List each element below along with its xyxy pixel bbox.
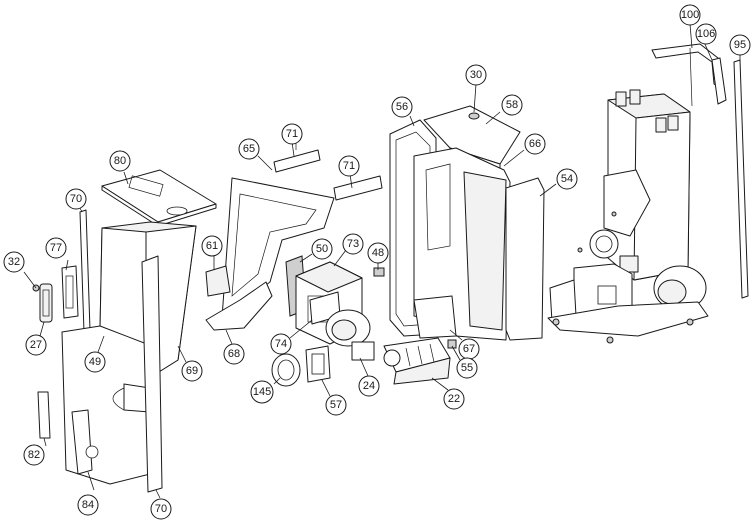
callout-50: 50 bbox=[311, 238, 333, 260]
stove-body-assembly bbox=[547, 89, 709, 344]
callout-54: 54 bbox=[556, 168, 578, 190]
callout-label: 84 bbox=[82, 499, 94, 511]
callout-label: 66 bbox=[529, 138, 541, 150]
callout-label: 71 bbox=[343, 160, 355, 172]
leader-lines bbox=[23, 23, 741, 499]
part-100-top-rail bbox=[651, 43, 721, 107]
callout-label: 57 bbox=[330, 399, 342, 411]
callout-70-lower: 70 bbox=[150, 498, 172, 520]
callout-70-upper: 70 bbox=[65, 188, 87, 210]
part-84-lower-panel bbox=[71, 409, 99, 475]
callout-22: 22 bbox=[443, 388, 465, 410]
part-70-upper-strip bbox=[79, 209, 91, 333]
callout-71-upper: 71 bbox=[281, 123, 303, 145]
part-30-knob bbox=[468, 112, 480, 120]
callout-73: 73 bbox=[342, 233, 364, 255]
callout-84: 84 bbox=[77, 494, 99, 516]
callout-61: 61 bbox=[201, 235, 223, 257]
callout-30: 30 bbox=[465, 64, 487, 86]
callout-label: 32 bbox=[8, 256, 20, 268]
callout-label: 70 bbox=[155, 503, 167, 515]
callout-label: 68 bbox=[228, 348, 240, 360]
part-24-blower bbox=[325, 309, 375, 361]
callout-label: 56 bbox=[396, 101, 408, 113]
callout-label: 65 bbox=[243, 143, 255, 155]
part-82-plate bbox=[37, 391, 51, 439]
part-145-ring bbox=[271, 353, 301, 387]
part-71-bracket-lower bbox=[333, 175, 383, 201]
callout-label: 70 bbox=[70, 193, 82, 205]
callout-label: 54 bbox=[561, 173, 573, 185]
callout-24: 24 bbox=[358, 375, 380, 397]
part-65-frame bbox=[221, 177, 335, 319]
callout-55: 55 bbox=[456, 357, 478, 379]
callout-label: 22 bbox=[448, 393, 460, 405]
callout-74: 74 bbox=[270, 333, 292, 355]
part-67-bottom-panel bbox=[413, 295, 457, 339]
callout-label: 73 bbox=[347, 238, 359, 250]
part-27-handle bbox=[39, 283, 53, 323]
callout-77: 77 bbox=[45, 237, 67, 259]
callout-label: 67 bbox=[463, 343, 475, 355]
callout-71-lower: 71 bbox=[338, 155, 360, 177]
callout-57: 57 bbox=[325, 394, 347, 416]
callout-label: 77 bbox=[50, 242, 62, 254]
callout-label: 24 bbox=[363, 380, 375, 392]
callout-label: 30 bbox=[470, 69, 482, 81]
callout-label: 58 bbox=[506, 99, 518, 111]
callout-label: 95 bbox=[734, 39, 746, 51]
callout-label: 106 bbox=[697, 28, 715, 40]
callout-label: 49 bbox=[89, 356, 101, 368]
callout-label: 27 bbox=[30, 339, 42, 351]
part-57-gasket-frame bbox=[305, 345, 331, 383]
callout-106: 106 bbox=[695, 23, 717, 45]
part-61-duct bbox=[205, 265, 231, 297]
part-70-lower-strip bbox=[141, 255, 163, 493]
callout-label: 55 bbox=[461, 362, 473, 374]
part-80-top-plate bbox=[101, 169, 217, 227]
callout-label: 71 bbox=[286, 128, 298, 140]
callout-80: 80 bbox=[109, 150, 131, 172]
part-22-fan bbox=[383, 337, 451, 385]
callout-label: 69 bbox=[186, 365, 198, 377]
callout-27: 27 bbox=[25, 334, 47, 356]
callout-66: 66 bbox=[524, 133, 546, 155]
callout-32: 32 bbox=[3, 251, 25, 273]
part-77-bracket bbox=[61, 265, 79, 319]
callout-label: 145 bbox=[253, 386, 271, 398]
part-71-bracket-upper bbox=[273, 140, 321, 173]
callout-label: 80 bbox=[114, 155, 126, 167]
callout-label: 61 bbox=[206, 240, 218, 252]
part-49-front-panel bbox=[61, 325, 153, 485]
callout-82: 82 bbox=[23, 444, 45, 466]
callout-100: 100 bbox=[679, 4, 701, 26]
callout-label: 74 bbox=[275, 338, 287, 350]
part-95-vertical-bar bbox=[733, 59, 749, 299]
part-106-side-rail bbox=[711, 57, 727, 105]
callout-145: 145 bbox=[250, 380, 274, 404]
callout-67: 67 bbox=[458, 338, 480, 360]
callout-69: 69 bbox=[181, 360, 203, 382]
part-55-grommet bbox=[447, 339, 457, 349]
callout-58: 58 bbox=[501, 94, 523, 116]
callout-68: 68 bbox=[223, 343, 245, 365]
part-54-right-panel bbox=[505, 177, 545, 341]
callout-label: 48 bbox=[372, 247, 384, 259]
callout-label: 82 bbox=[28, 449, 40, 461]
callout-label: 100 bbox=[681, 9, 699, 21]
part-48-clip bbox=[373, 267, 385, 277]
part-68-bottom-tray bbox=[205, 281, 273, 331]
callout-95: 95 bbox=[729, 34, 751, 56]
callout-56: 56 bbox=[391, 96, 413, 118]
callout-label: 50 bbox=[316, 243, 328, 255]
callout-48: 48 bbox=[367, 242, 389, 264]
callout-65: 65 bbox=[238, 138, 260, 160]
callout-49: 49 bbox=[84, 351, 106, 373]
part-66-inner-panel bbox=[413, 147, 511, 341]
